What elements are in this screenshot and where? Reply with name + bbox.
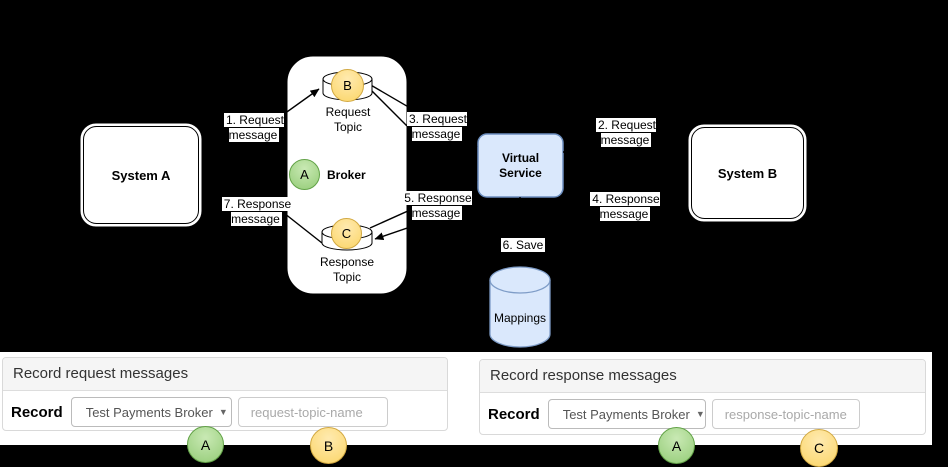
edge-label-5: 5. Response message [400,191,474,221]
response-panel-marker-c: C [800,429,838,467]
request-topic-label: Request Topic [325,105,371,134]
record-request-label: Record [11,403,63,421]
caret-down-icon: ▼ [218,407,228,417]
edge-label-6: 6. Save [495,238,551,253]
diagram-marker-c: C [331,218,362,249]
response-topic-input[interactable] [711,399,860,429]
request-topic-input[interactable] [237,397,388,427]
request-broker-select[interactable]: Test Payments Broker ▼ [70,397,232,427]
request-panel-marker-b-letter: B [323,437,334,454]
diagram-marker-b: B [331,69,364,102]
system-a-box [79,122,203,228]
system-b-label: System B [717,166,778,181]
mappings-cylinder [489,266,551,348]
diagram-marker-c-letter: C [341,226,352,241]
request-panel-marker-b: B [310,427,347,464]
virtual-service-label: Virtual Service [499,151,542,180]
edge-label-2: 2. Request message [593,118,659,148]
mappings-label: Mappings [493,311,547,325]
response-panel-marker-c-letter: C [813,440,825,456]
response-topic-label: Response Topic [319,255,375,284]
response-panel-marker-a: A [658,427,695,464]
diagram-marker-b-letter: B [343,78,352,93]
edge-4-line [563,182,687,187]
record-request-panel-title: Record request messages [3,358,447,391]
edge-label-4-text: 4. Response message [590,192,660,221]
record-request-panel: Record request messages Record Test Paym… [2,357,448,464]
edge-label-1: 1. Request message [221,113,287,143]
request-panel-marker-a-letter: A [200,436,211,453]
broker-label: Broker [327,168,366,182]
edge-7-line [203,149,323,244]
edge-label-7-text: 7. Response message [221,197,292,226]
response-panel-marker-a-letter: A [671,437,682,454]
response-broker-select[interactable]: Test Payments Broker ▼ [547,399,706,429]
request-broker-select-value: Test Payments Broker [85,404,213,420]
record-response-panel: Record response messages Record Test Pay… [479,359,926,467]
form-strip: Record request messages Record Test Paym… [0,352,932,467]
diagram-marker-a: A [289,159,320,190]
response-broker-select-value: Test Payments Broker [562,406,690,422]
flow-diagram: System A System B Virtual Service Broker… [79,55,808,348]
diagram-canvas [79,55,808,348]
edge-label-5-text: 5. Response message [402,191,472,220]
edge-label-1-text: 1. Request message [223,113,285,142]
edge-label-2-text: 2. Request message [595,118,657,147]
edge-2-line [562,149,687,153]
record-response-panel-title: Record response messages [480,360,925,393]
record-response-label: Record [488,405,540,423]
record-response-panel-body: Record Test Payments Broker ▼ A C [480,393,925,467]
edge-3-line-b [368,87,478,197]
caret-down-icon: ▼ [695,409,705,419]
edge-label-6-text: 6. Save [500,238,546,252]
system-b-box [687,123,808,223]
diagram-marker-a-letter: A [300,167,309,182]
edge-label-3-text: 3. Request message [406,112,468,141]
request-panel-marker-a: A [187,426,224,463]
edge-label-4: 4. Response message [588,192,662,222]
edge-label-7: 7. Response message [219,197,294,227]
system-a-label: System A [111,168,171,183]
edge-label-3: 3. Request message [404,112,470,142]
record-request-panel-body: Record Test Payments Broker ▼ A B [3,391,447,464]
